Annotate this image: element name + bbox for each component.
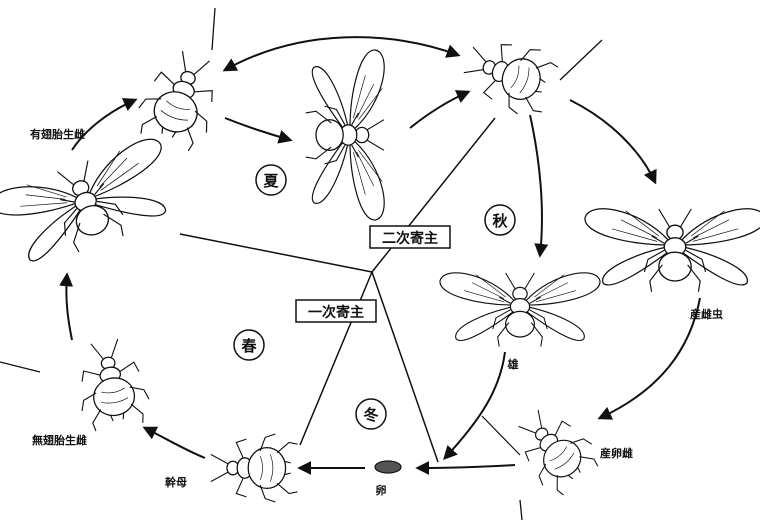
arrow-to-oviparous [600, 298, 700, 418]
arrow-fundatrix-to-wingless [145, 428, 205, 458]
host-divider-left [180, 234, 372, 272]
secondary-host-wingless-figure [457, 28, 562, 122]
host-divider-lower-right [372, 272, 438, 462]
summer-wingless-figure [131, 44, 230, 155]
winged-viviparous-female-figure [0, 135, 186, 275]
male-figure [440, 273, 600, 347]
label-egg: 卵 [376, 483, 387, 497]
host-divider-upper [372, 118, 495, 272]
season-summer: 夏 [262, 172, 279, 190]
season-winter: 冬 [363, 406, 378, 424]
fundatrix-figure [211, 434, 298, 502]
primary-host-label: 一次寄主 [308, 304, 364, 321]
label-winged-viviparous: 有翅胎生雌 [30, 127, 85, 141]
sexupara-figure [585, 209, 760, 292]
arrow-to-secondary-host [410, 92, 468, 128]
season-spring: 春 [241, 337, 256, 355]
label-fundatrix: 幹母 [165, 475, 187, 489]
label-male: 雄 [507, 357, 519, 371]
arrow-winged-to-summer [72, 100, 135, 150]
summer-alate-figure [306, 50, 384, 220]
wingless-viviparous-female-figure [71, 336, 153, 433]
arrow-to-male [530, 115, 542, 255]
host-divider-tick [482, 416, 520, 455]
egg-figure [375, 461, 401, 473]
arrow-wingless-to-winged [66, 275, 72, 340]
arrow-to-summer-alate [225, 118, 290, 140]
arrow-oviparous-to-egg [418, 465, 515, 468]
arrow-male-to-egg [445, 352, 505, 458]
label-wingless-viviparous: 無翅胎生雌 [32, 433, 87, 447]
season-autumn: 秋 [492, 212, 508, 230]
arrow-top-loop [225, 37, 458, 70]
oviparous-female-figure [504, 398, 605, 502]
label-oviparous-female: 産卵雌 [600, 446, 633, 460]
arrow-to-sexupara [570, 100, 655, 182]
label-sexupara: 産雌虫 [690, 307, 723, 321]
secondary-host-label: 二次寄主 [382, 230, 438, 247]
